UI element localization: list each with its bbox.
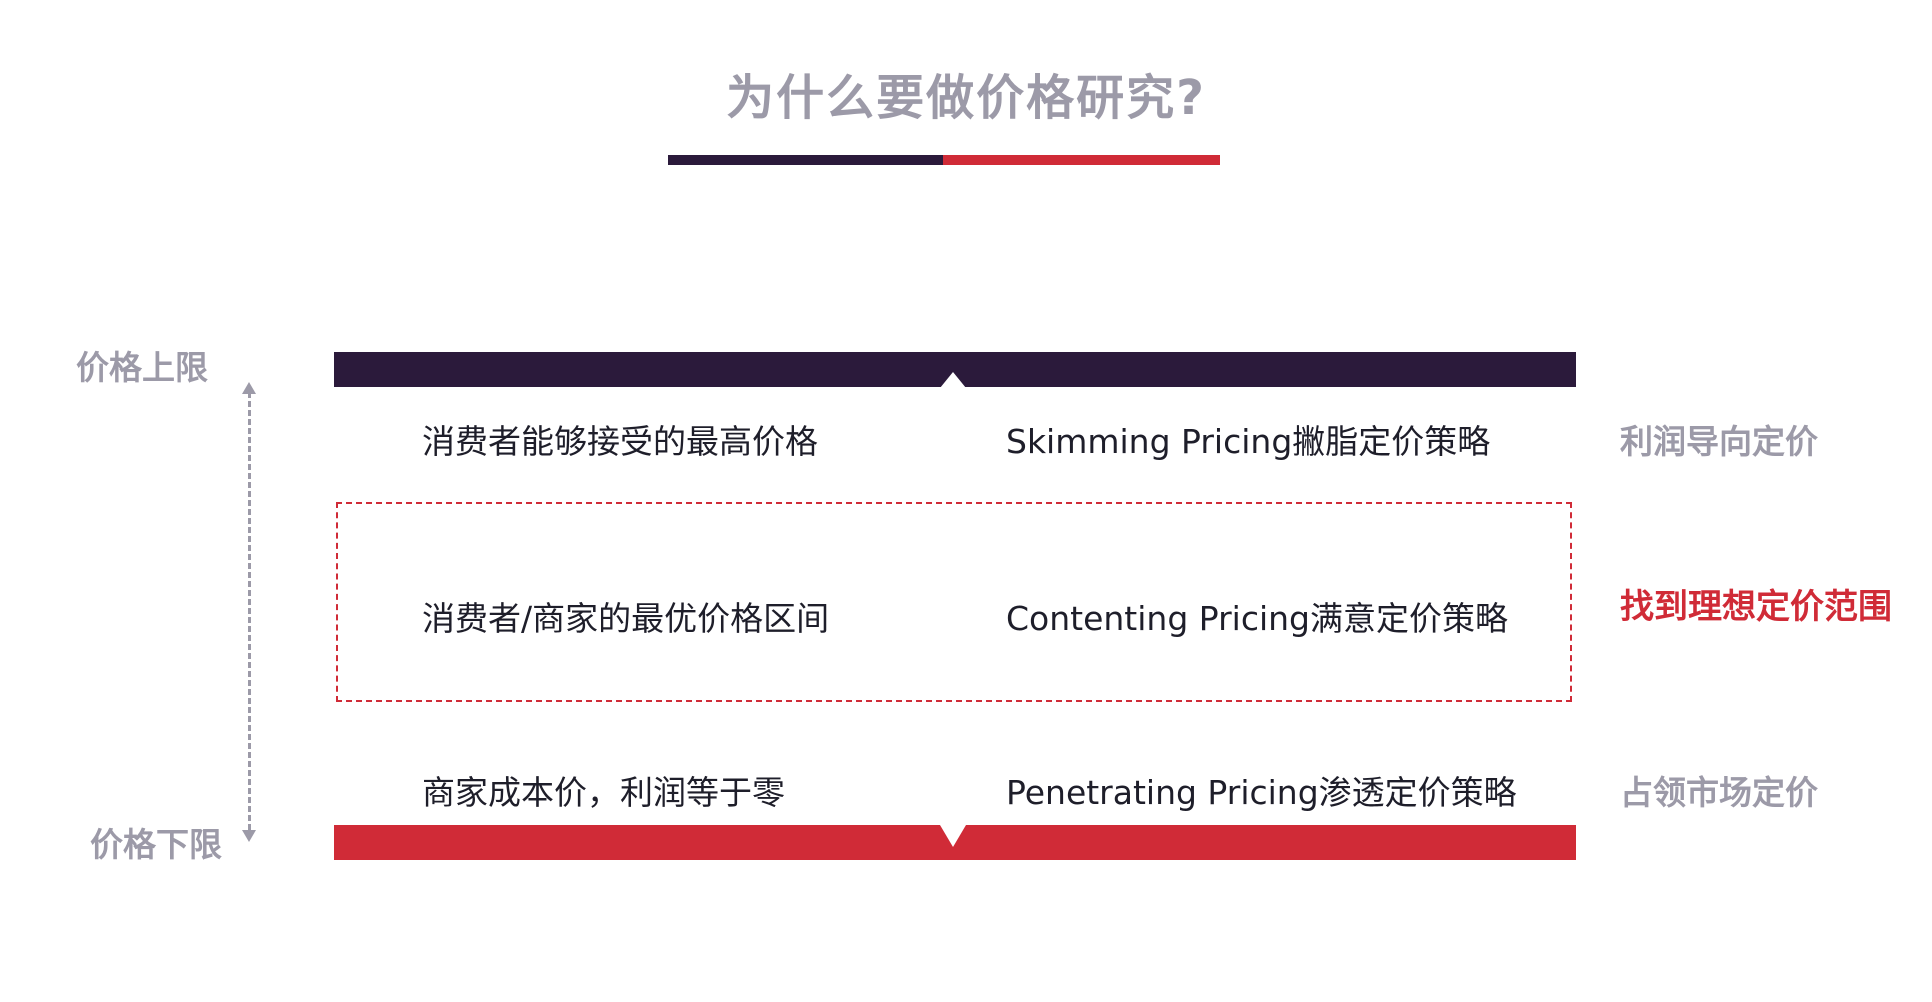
price-upper-limit-label: 价格上限: [76, 348, 208, 387]
lower-bar-notch: [940, 825, 966, 847]
row-penetrating-strategy: Penetrating Pricing渗透定价策略: [1006, 773, 1517, 812]
page-title: 为什么要做价格研究?: [726, 70, 1206, 126]
row-skimming-description: 消费者能够接受的最高价格: [422, 422, 818, 461]
row-penetrating-label: 占领市场定价: [1620, 773, 1818, 812]
title-underline-red: [943, 155, 1220, 165]
ideal-range-box: [336, 502, 1572, 702]
title-underline-dark: [668, 155, 943, 165]
row-skimming-label: 利润导向定价: [1620, 422, 1818, 461]
price-lower-limit-label: 价格下限: [90, 825, 222, 864]
arrow-down-icon: [242, 830, 256, 842]
row-contenting-description: 消费者/商家的最优价格区间: [422, 599, 830, 638]
price-axis-dashed-line: [248, 392, 251, 830]
row-penetrating-description: 商家成本价，利润等于零: [422, 773, 785, 812]
row-contenting-label: 找到理想定价范围: [1620, 587, 1892, 627]
upper-bar-notch: [940, 372, 966, 388]
arrow-up-icon: [242, 382, 256, 394]
row-skimming-strategy: Skimming Pricing撇脂定价策略: [1006, 422, 1491, 461]
row-contenting-strategy: Contenting Pricing满意定价策略: [1006, 599, 1508, 638]
